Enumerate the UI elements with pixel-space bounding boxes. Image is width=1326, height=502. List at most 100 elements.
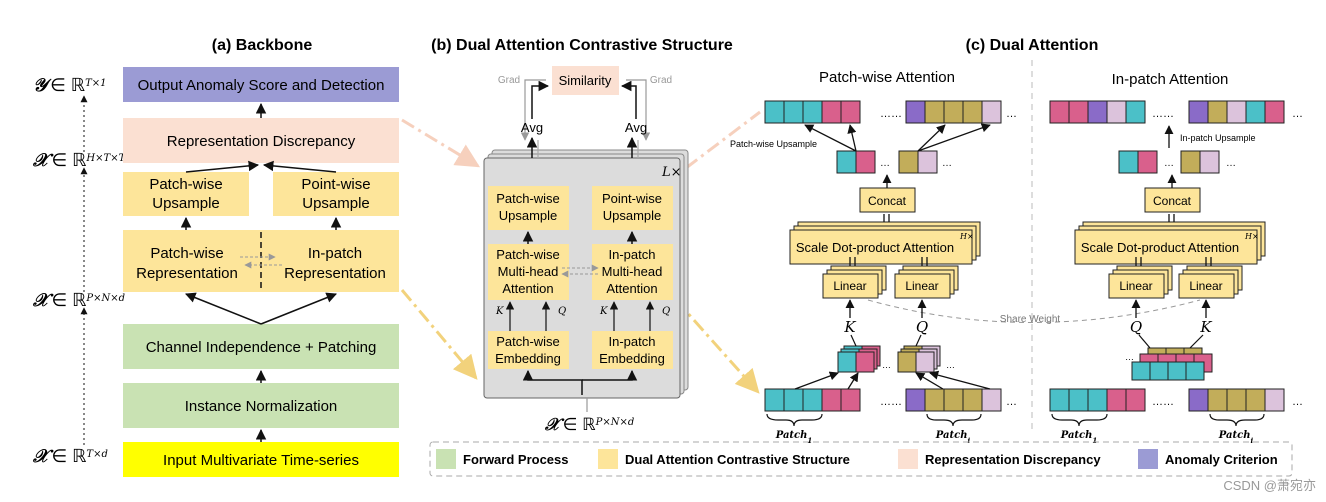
legend-swatch-discrepancy [898, 449, 918, 469]
inpatch-embedded-cells: … [1125, 347, 1213, 381]
dim-label-x-td: 𝒳∈ ℝT×d [32, 446, 108, 467]
dim-label-y: 𝒴∈ ℝT×1 [33, 75, 106, 96]
svg-text:Instance Normalization: Instance Normalization [185, 398, 338, 415]
dual-attention-panel: (c) Dual Attention Patch-wise Attention … [730, 37, 1303, 445]
dacs-input-label: 𝒳∈ ℝP×N×d [544, 415, 634, 435]
svg-text:Attention: Attention [502, 281, 553, 296]
svg-text:Similarity: Similarity [559, 73, 612, 88]
backbone-panel: (a) Backbone 𝒴∈ ℝT×1 𝒳∈ ℝH×T×T 𝒳∈ ℝP×N×d… [32, 37, 399, 477]
svg-text:Avg: Avg [521, 120, 543, 135]
svg-text:Grad: Grad [650, 75, 672, 86]
svg-text:……: …… [1152, 108, 1174, 120]
svg-text:In-patch Upsample: In-patch Upsample [1180, 133, 1256, 143]
svg-text:Patch-wise: Patch-wise [496, 247, 560, 262]
representation-box [123, 230, 399, 292]
input-box [123, 442, 399, 477]
svg-text:K: K [843, 318, 856, 336]
svg-text:Input Multivariate Time-series: Input Multivariate Time-series [163, 452, 359, 469]
svg-text:Linear: Linear [1189, 279, 1222, 293]
legend-label-forward: Forward Process [463, 452, 569, 467]
svg-text:Embedding: Embedding [495, 351, 561, 366]
svg-text:…: … [1125, 352, 1134, 362]
svg-text:…: … [1226, 158, 1236, 169]
svg-text:Patch-wise Upsample: Patch-wise Upsample [730, 139, 817, 149]
svg-text:Q: Q [1130, 318, 1142, 336]
svg-text:Patchi: Patchi [1218, 430, 1254, 445]
patch-linear-q: Linear [894, 265, 959, 299]
patch-upsample-box [123, 172, 249, 216]
svg-text:Representation: Representation [284, 265, 386, 282]
svg-text:𝒳∈ ℝP×N×d: 𝒳∈ ℝP×N×d [32, 290, 125, 311]
dacs-patch-embedding [488, 331, 569, 369]
svg-text:Avg: Avg [625, 120, 647, 135]
patch-input-cells: …… … [764, 388, 1017, 412]
legend-label-dacs: Dual Attention Contrastive Structure [625, 452, 850, 467]
output-box [123, 67, 399, 102]
point-upsample-box [273, 172, 399, 216]
svg-text:…: … [880, 158, 890, 169]
svg-text:……: …… [880, 396, 902, 408]
svg-text:Q: Q [662, 306, 670, 317]
svg-text:Representation: Representation [136, 265, 238, 282]
patch-upsample-cells: … … [836, 150, 952, 174]
svg-text:…: … [1006, 396, 1017, 408]
inpatch-concat-box [1144, 187, 1201, 213]
svg-text:L×: L× [661, 165, 682, 180]
dim-label-x-htt: 𝒳∈ ℝH×T×T [32, 150, 127, 171]
inpatch-attention-title: In-patch Attention [1112, 71, 1229, 88]
inpatch-linear-q: Linear [1108, 265, 1173, 299]
dual-title: (c) Dual Attention [966, 37, 1099, 54]
svg-text:……: …… [880, 108, 902, 120]
svg-text:H×: H× [959, 232, 974, 241]
backbone-title: (a) Backbone [212, 37, 313, 54]
svg-text:Linear: Linear [833, 279, 866, 293]
svg-text:H×: H× [1244, 232, 1259, 241]
dacs-inpatch-attention [592, 244, 673, 300]
svg-text:Linear: Linear [905, 279, 938, 293]
svg-text:K: K [1199, 318, 1212, 336]
svg-text:Share Weight: Share Weight [1000, 314, 1061, 325]
svg-text:𝒳∈ ℝT×d: 𝒳∈ ℝT×d [32, 446, 108, 467]
svg-text:Upsample: Upsample [603, 208, 662, 223]
svg-text:In-patch: In-patch [609, 247, 656, 262]
svg-text:Patchi: Patchi [935, 430, 971, 445]
svg-text:Upsample: Upsample [302, 195, 370, 212]
svg-text:Linear: Linear [1119, 279, 1152, 293]
svg-text:Multi-head: Multi-head [498, 264, 559, 279]
inpatch-upsample-cells: … … [1118, 150, 1236, 174]
svg-text:Point-wise: Point-wise [602, 191, 662, 206]
svg-text:Upsample: Upsample [152, 195, 220, 212]
svg-text:𝒳∈ ℝH×T×T: 𝒳∈ ℝH×T×T [32, 150, 127, 171]
svg-text:…: … [942, 158, 952, 169]
legend-label-discrepancy: Representation Discrepancy [925, 452, 1101, 467]
svg-text:…: … [1164, 158, 1174, 169]
dim-label-x-pnd: 𝒳∈ ℝP×N×d [32, 290, 125, 311]
svg-text:In-patch: In-patch [609, 334, 656, 349]
channel-box [123, 324, 399, 369]
dacs-title: (b) Dual Attention Contrastive Structure [431, 37, 733, 54]
svg-text:Upsample: Upsample [499, 208, 558, 223]
patch-sdpa-stack: Scale Dot-product Attention H× [789, 221, 981, 265]
svg-text:In-patch: In-patch [308, 245, 362, 262]
svg-text:Grad: Grad [498, 75, 520, 86]
patch-linear-k: Linear [822, 265, 887, 299]
svg-text:Embedding: Embedding [599, 351, 665, 366]
patch-attention-title: Patch-wise Attention [819, 69, 955, 86]
dacs-patch-upsample [488, 186, 569, 230]
svg-text:Patch-wise: Patch-wise [149, 176, 222, 193]
dacs-patch-attention [488, 244, 569, 300]
svg-text:Concat: Concat [868, 194, 907, 208]
svg-text:Scale Dot-product Attention: Scale Dot-product Attention [1081, 240, 1239, 255]
svg-text:Patch-wise: Patch-wise [496, 191, 560, 206]
svg-text:𝒴∈ ℝT×1: 𝒴∈ ℝT×1 [33, 75, 106, 96]
inpatch-linear-k: Linear [1178, 265, 1243, 299]
svg-text:Point-wise: Point-wise [301, 176, 370, 193]
patch-embedded-cells: … … [837, 345, 955, 373]
legend-swatch-anomaly [1138, 449, 1158, 469]
similarity-box [552, 66, 619, 95]
inpatch-sdpa-stack: Scale Dot-product Attention H× [1074, 221, 1266, 265]
legend-swatch-forward [436, 449, 456, 469]
svg-text:Scale Dot-product Attention: Scale Dot-product Attention [796, 240, 954, 255]
svg-text:Multi-head: Multi-head [602, 264, 663, 279]
